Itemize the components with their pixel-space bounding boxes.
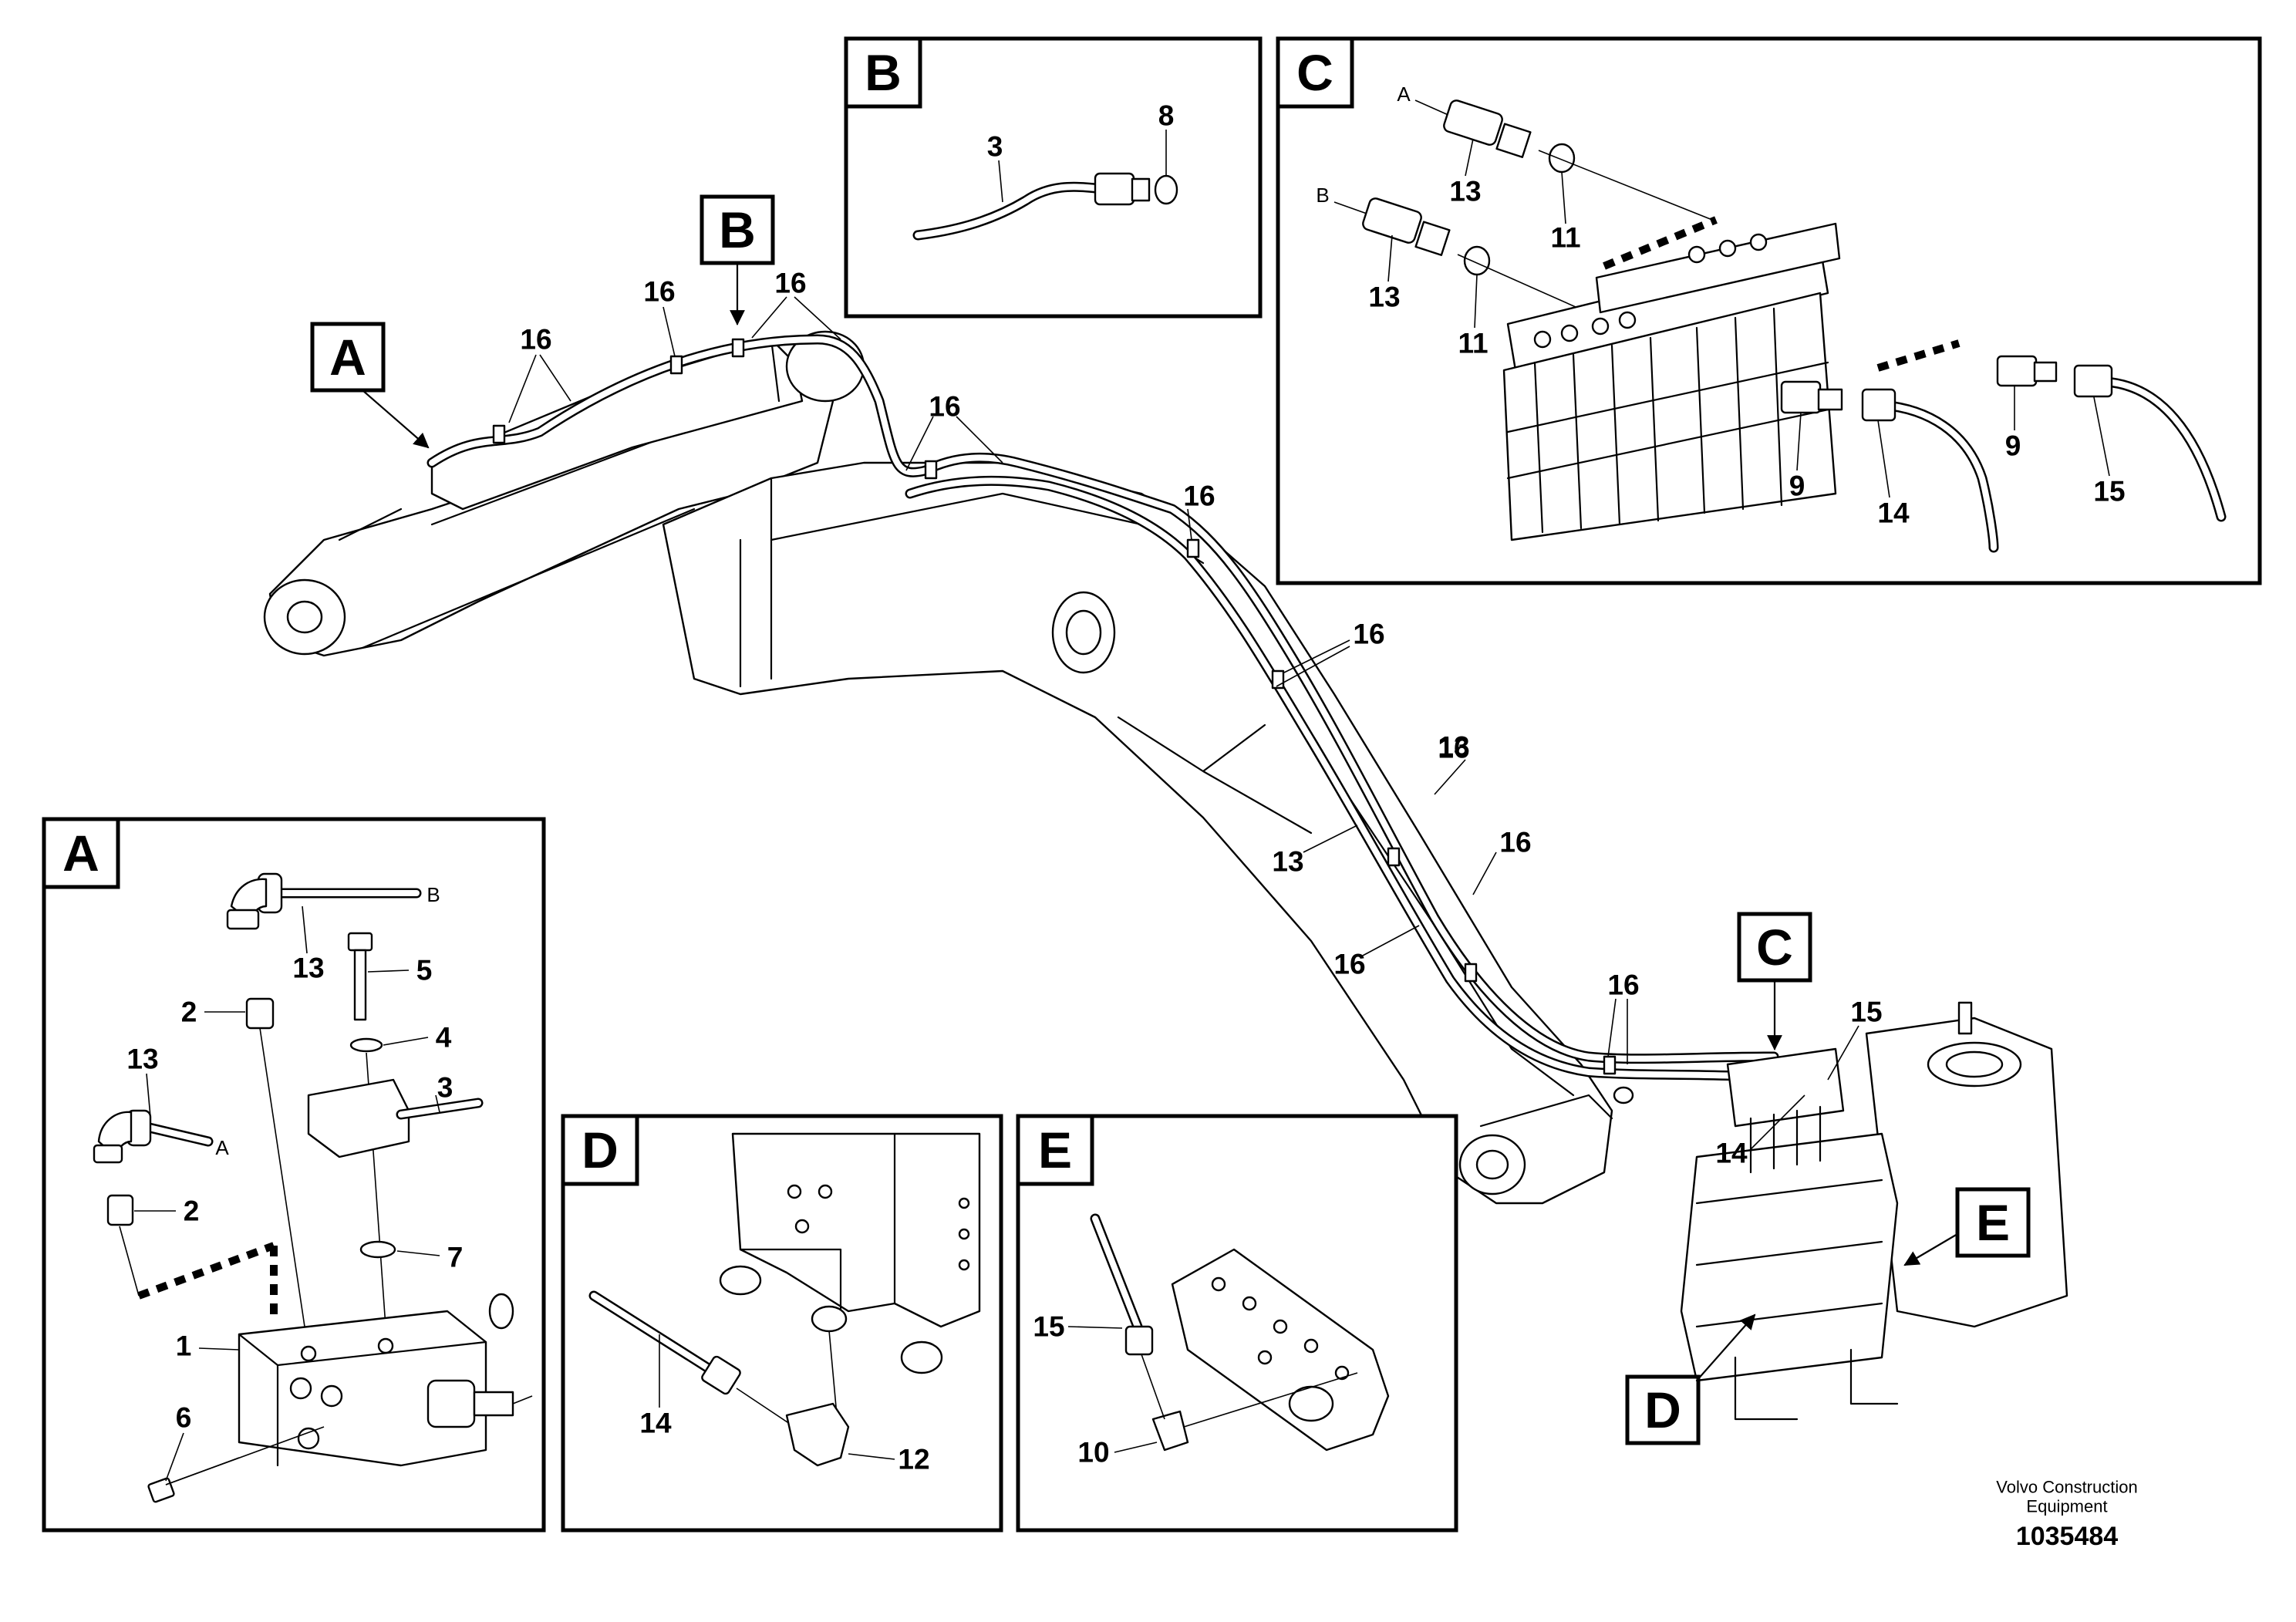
o-ring-icon bbox=[488, 1293, 514, 1330]
svg-text:C: C bbox=[1756, 919, 1793, 976]
svg-text:16: 16 bbox=[774, 268, 806, 299]
footer: Volvo Construction Equipment 1035484 bbox=[1996, 1478, 2137, 1552]
main-callout-E: E bbox=[1903, 1187, 2031, 1266]
svg-text:14: 14 bbox=[1877, 497, 1910, 529]
svg-text:9: 9 bbox=[1789, 470, 1805, 502]
bolt-icon bbox=[347, 932, 373, 952]
main-callout-D: D bbox=[1625, 1313, 1756, 1445]
svg-text:1: 1 bbox=[176, 1330, 192, 1362]
svg-text:16: 16 bbox=[1438, 733, 1469, 764]
svg-text:B: B bbox=[719, 201, 756, 258]
main-callout-B: B bbox=[700, 194, 775, 325]
detail-view-A: A B A bbox=[42, 817, 546, 1533]
svg-text:8: 8 bbox=[1158, 100, 1175, 132]
svg-text:13: 13 bbox=[1272, 846, 1303, 878]
svg-text:6: 6 bbox=[176, 1402, 192, 1434]
svg-text:16: 16 bbox=[1499, 827, 1531, 858]
svg-text:9: 9 bbox=[2005, 430, 2021, 462]
main-labels: 16 16 16 16 16 16 16 16 16 16 13 13 14 1… bbox=[508, 268, 1883, 1169]
svg-text:3: 3 bbox=[437, 1072, 453, 1104]
svg-text:5: 5 bbox=[416, 955, 433, 986]
svg-text:A: A bbox=[215, 1136, 229, 1159]
svg-text:16: 16 bbox=[1353, 619, 1384, 650]
svg-text:13: 13 bbox=[292, 953, 324, 984]
main-callout-A: A bbox=[310, 322, 430, 449]
svg-text:16: 16 bbox=[929, 391, 960, 423]
detail-view-D: D 14 12 bbox=[561, 1114, 1003, 1533]
valve-block-icon bbox=[238, 1310, 487, 1467]
svg-text:10: 10 bbox=[1077, 1437, 1109, 1469]
company-line-1: Volvo Construction bbox=[1996, 1478, 2137, 1497]
svg-text:D: D bbox=[1644, 1381, 1681, 1438]
svg-text:2: 2 bbox=[184, 1195, 200, 1227]
svg-text:C: C bbox=[1296, 44, 1333, 101]
svg-text:D: D bbox=[582, 1121, 619, 1179]
svg-text:A: A bbox=[1397, 83, 1411, 106]
svg-text:16: 16 bbox=[643, 276, 675, 308]
svg-text:13: 13 bbox=[1438, 731, 1469, 763]
svg-text:B: B bbox=[1316, 184, 1329, 207]
svg-text:A: A bbox=[329, 329, 366, 386]
o-ring-icon bbox=[1154, 174, 1178, 205]
detail-view-C: C A B 13 1 bbox=[1276, 36, 2262, 585]
svg-text:14: 14 bbox=[639, 1408, 672, 1439]
detail-view-B: B 3 8 bbox=[844, 36, 1263, 319]
svg-text:12: 12 bbox=[898, 1444, 929, 1475]
svg-text:15: 15 bbox=[1850, 996, 1882, 1028]
svg-text:15: 15 bbox=[2093, 476, 2125, 508]
main-callout-C: C bbox=[1737, 912, 1812, 1050]
svg-text:2: 2 bbox=[181, 996, 197, 1028]
boom-assembly bbox=[263, 330, 2068, 1421]
svg-text:A: A bbox=[62, 824, 99, 882]
svg-text:13: 13 bbox=[126, 1044, 158, 1075]
svg-text:E: E bbox=[1038, 1121, 1072, 1179]
svg-text:13: 13 bbox=[1368, 282, 1400, 313]
reference-number: 1035484 bbox=[2016, 1522, 2118, 1551]
svg-text:3: 3 bbox=[987, 131, 1003, 163]
company-line-2: Equipment bbox=[2026, 1497, 2107, 1516]
svg-text:4: 4 bbox=[436, 1022, 452, 1054]
svg-text:E: E bbox=[1976, 1194, 2010, 1251]
svg-text:14: 14 bbox=[1715, 1138, 1748, 1169]
svg-text:16: 16 bbox=[1333, 949, 1365, 980]
svg-text:15: 15 bbox=[1033, 1311, 1064, 1343]
svg-text:16: 16 bbox=[1183, 481, 1215, 512]
svg-text:13: 13 bbox=[1449, 176, 1481, 207]
svg-text:B: B bbox=[426, 883, 440, 906]
svg-text:16: 16 bbox=[1607, 969, 1639, 1001]
svg-text:11: 11 bbox=[1458, 328, 1488, 359]
svg-text:16: 16 bbox=[520, 324, 551, 356]
detail-view-E: E 15 10 bbox=[1016, 1114, 1458, 1533]
svg-text:7: 7 bbox=[447, 1242, 464, 1273]
svg-text:B: B bbox=[865, 44, 902, 101]
svg-text:11: 11 bbox=[1550, 222, 1580, 254]
